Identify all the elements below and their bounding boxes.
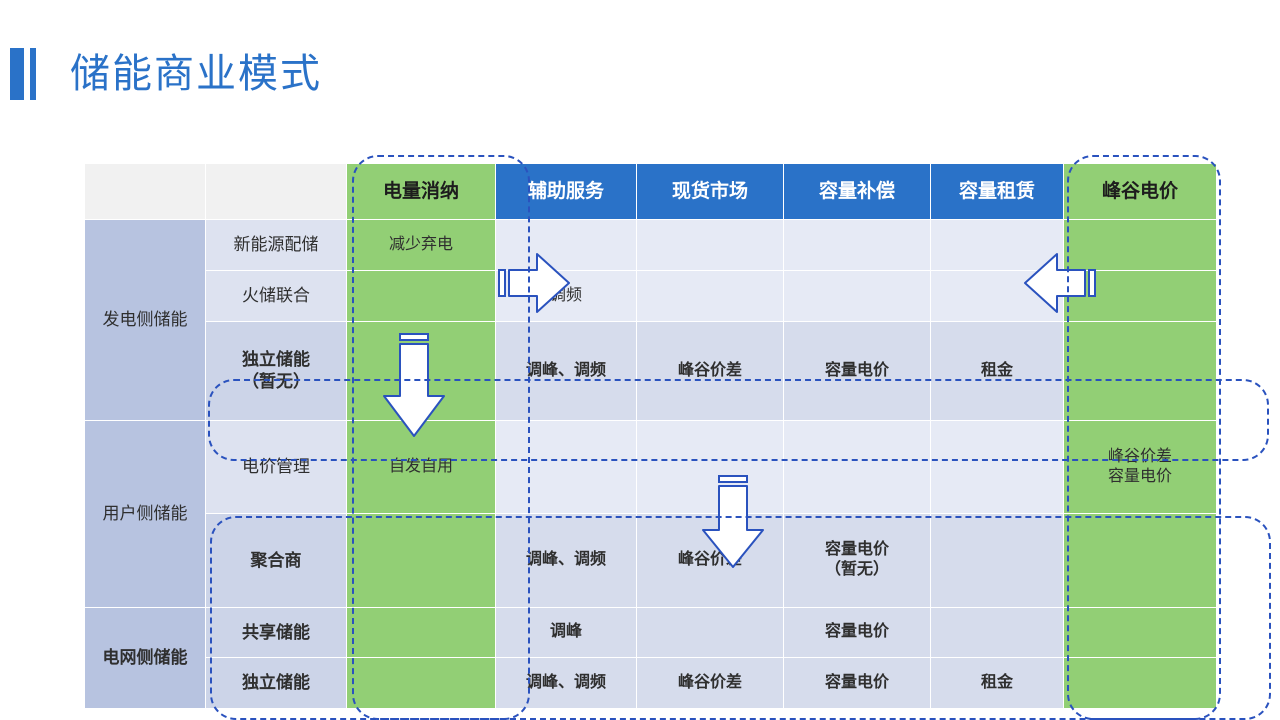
arrow-left-peak-valley [1024, 253, 1096, 313]
cell-4-fgdj [1063, 513, 1217, 608]
cell-2-fzfw: 调峰、调频 [495, 320, 637, 421]
scene-label-2: 独立储能 （暂无） [205, 320, 347, 421]
arrow-down-consumption [383, 333, 445, 437]
cell-6-dlxn [346, 657, 496, 709]
cell-5-fgdj [1063, 606, 1217, 659]
cell-6-fzfw: 调峰、调频 [495, 657, 637, 709]
header-dlxn: 电量消纳 [346, 162, 496, 221]
header-rlzl: 容量租赁 [930, 162, 1064, 221]
cell-3-rlzl [930, 419, 1064, 515]
scene-label-1: 火储联合 [205, 270, 347, 322]
cell-5-fzfw: 调峰 [495, 606, 637, 659]
cell-6-fgdj [1063, 657, 1217, 709]
header-fzfw: 辅助服务 [495, 162, 637, 221]
cell-0-fzfw [495, 219, 637, 272]
cell-4-rlbc: 容量电价 （暂无） [783, 513, 931, 608]
scene-label-3: 电价管理 [205, 419, 347, 515]
table-row: 火储联合 调频 [85, 270, 1217, 322]
cell-0-rlbc [783, 219, 931, 272]
cell-1-xhsc [636, 270, 784, 322]
scene-label-5: 共享储能 [205, 606, 347, 659]
business-model-matrix: 电量消纳 辅助服务 现货市场 容量补偿 容量租赁 峰谷电价 发电侧储能 新能源配… [84, 162, 1217, 710]
cell-5-dlxn [346, 606, 496, 659]
cell-3-fzfw [495, 419, 637, 515]
arrow-down-spot-market [702, 475, 764, 568]
header-group-blank [84, 162, 206, 221]
cell-4-rlzl [930, 513, 1064, 608]
cell-4-fzfw: 调峰、调频 [495, 513, 637, 608]
cell-2-rlzl: 租金 [930, 320, 1064, 421]
arrow-right-consumption [498, 253, 570, 313]
cell-3-fgdj: 峰谷价差 容量电价 [1063, 419, 1217, 515]
scene-label-0: 新能源配储 [205, 219, 347, 272]
cell-3-dlxn: 自发自用 [346, 419, 496, 515]
cell-2-xhsc: 峰谷价差 [636, 320, 784, 421]
page-title: 储能商业模式 [70, 52, 322, 96]
table-header-row: 电量消纳 辅助服务 现货市场 容量补偿 容量租赁 峰谷电价 [84, 162, 1217, 221]
group-label-generation: 发电侧储能 [84, 219, 206, 421]
table-row: 独立储能 （暂无） 调峰、调频 峰谷价差 容量电价 租金 [85, 320, 1217, 421]
header-xhsc: 现货市场 [636, 162, 784, 221]
title-accent-bar-large [10, 48, 24, 100]
cell-6-xhsc: 峰谷价差 [636, 657, 784, 709]
slide-title-bar: 储能商业模式 [0, 48, 322, 100]
cell-0-rlzl [930, 219, 1064, 272]
cell-6-rlzl: 租金 [930, 657, 1064, 709]
cell-6-rlbc: 容量电价 [783, 657, 931, 709]
group-label-user: 用户侧储能 [84, 419, 206, 608]
header-fgdj: 峰谷电价 [1063, 162, 1217, 221]
cell-5-rlbc: 容量电价 [783, 606, 931, 659]
header-rlbc: 容量补偿 [783, 162, 931, 221]
cell-4-dlxn [346, 513, 496, 608]
scene-label-4: 聚合商 [205, 513, 347, 608]
header-scene-blank [205, 162, 347, 221]
cell-5-xhsc [636, 606, 784, 659]
cell-1-rlbc [783, 270, 931, 322]
title-accent-bar-small [30, 48, 36, 100]
cell-2-rlbc: 容量电价 [783, 320, 931, 421]
cell-3-rlbc [783, 419, 931, 515]
scene-label-6: 独立储能 [205, 657, 347, 709]
cell-1-dlxn [346, 270, 496, 322]
table-row: 用户侧储能 电价管理 自发自用 峰谷价差 容量电价 [84, 419, 1217, 608]
cell-5-rlzl [930, 606, 1064, 659]
cell-2-fgdj [1063, 320, 1217, 421]
table-row: 聚合商 调峰、调频 峰谷价差 容量电价 （暂无） [85, 513, 1217, 608]
cell-0-dlxn: 减少弃电 [346, 219, 496, 272]
table-row: 发电侧储能 新能源配储 减少弃电 [84, 219, 1217, 421]
cell-0-xhsc [636, 219, 784, 272]
table-row: 电网侧储能 共享储能 调峰 容量电价 [84, 606, 1217, 710]
group-label-grid: 电网侧储能 [84, 606, 206, 710]
table-row: 独立储能 调峰、调频 峰谷价差 容量电价 租金 [85, 657, 1217, 709]
